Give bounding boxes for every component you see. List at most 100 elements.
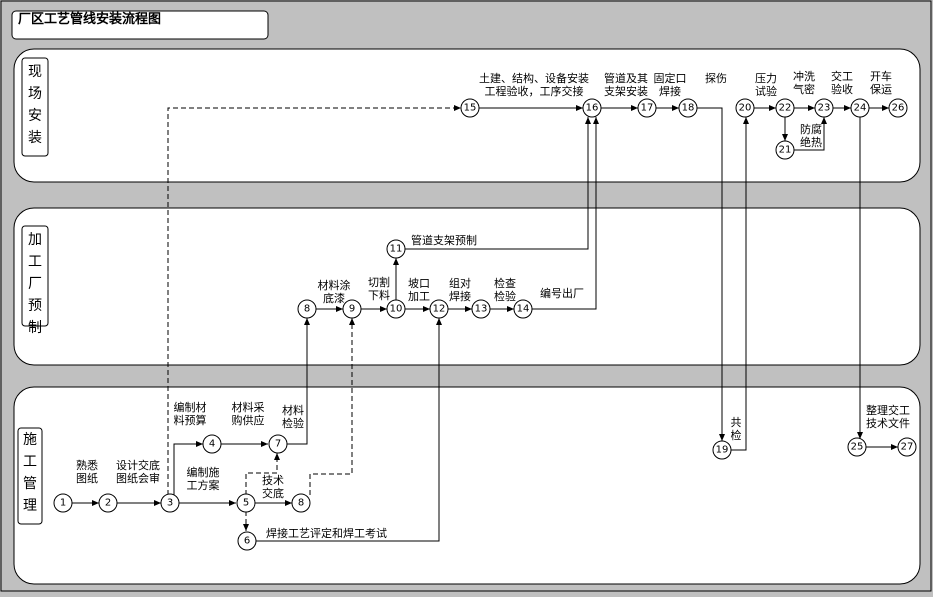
node-2[interactable]: 2	[98, 493, 118, 513]
lane-mgmt-label: 施工管理	[23, 432, 37, 514]
label-primer-coating: 材料涂底漆	[318, 278, 351, 305]
label-numbered-dispatch: 编号出厂	[540, 286, 584, 300]
node-20[interactable]: 20	[735, 98, 755, 118]
label-construction-plan: 编制施工方案	[187, 465, 220, 492]
node-5-label: 5	[243, 498, 249, 509]
node-26[interactable]: 26	[888, 98, 908, 118]
node-6[interactable]: 6	[237, 531, 257, 551]
label-joint-inspection: 共检	[731, 416, 742, 442]
node-14[interactable]: 14	[513, 299, 533, 319]
label-fixed-joint-welding: 固定口焊接	[654, 71, 687, 98]
lane-site-label: 现场安装	[28, 64, 42, 146]
node-9[interactable]: 9	[342, 299, 362, 319]
node-25-label: 25	[851, 442, 864, 453]
edge-21-23	[794, 117, 827, 151]
lane-shop-label-box	[21, 225, 49, 327]
label-study-drawings: 熟悉图纸	[76, 458, 98, 485]
lane-shop-label: 加工厂预制	[28, 232, 42, 336]
node-27-label: 27	[901, 442, 914, 453]
node-4[interactable]: 4	[202, 434, 222, 454]
node-3-label: 3	[167, 498, 173, 509]
node-17-label: 17	[641, 103, 654, 114]
node-25[interactable]: 25	[847, 437, 867, 457]
label-material-budget: 编制材料预算	[174, 400, 207, 427]
node-24-label: 24	[854, 103, 867, 114]
label-support-prefab: 管道支架预制	[411, 233, 477, 247]
node-22[interactable]: 22	[775, 98, 795, 118]
node-3[interactable]: 3	[160, 493, 180, 513]
edge-3-4	[173, 441, 203, 495]
node-17[interactable]: 17	[637, 98, 657, 118]
node-12[interactable]: 12	[429, 299, 449, 319]
node-27[interactable]: 27	[897, 437, 917, 457]
node-11[interactable]: 11	[386, 239, 406, 259]
node-13[interactable]: 13	[471, 299, 491, 319]
node-15-label: 15	[464, 103, 477, 114]
label-welding-qualification: 焊接工艺评定和焊工考试	[266, 526, 387, 540]
node-18-label: 18	[682, 103, 695, 114]
label-flaw-detection: 探伤	[705, 72, 727, 85]
edges	[72, 105, 898, 542]
node-22-label: 22	[779, 103, 792, 114]
step-labels: 土建、结构、设备安装工程验收，工序交接 管道及其支架安装 固定口焊接 探伤 压力…	[76, 69, 910, 540]
node-10[interactable]: 10	[386, 299, 406, 319]
node-8-shop[interactable]: 8	[297, 299, 317, 319]
node-7[interactable]: 7	[268, 434, 288, 454]
lane-shop: 加工厂预制	[13, 207, 921, 366]
lane-mgmt: 施工管理	[13, 386, 921, 585]
label-pressure-test: 压力试验	[755, 72, 777, 98]
node-15[interactable]: 15	[460, 98, 480, 118]
label-anticorrosion-insulation: 防腐绝热	[800, 122, 822, 149]
edge-3-15	[167, 105, 461, 495]
node-4-label: 4	[209, 439, 215, 450]
node-14-label: 14	[517, 304, 530, 315]
node-8-shop-label: 8	[304, 304, 310, 315]
label-fitup-welding: 组对焊接	[449, 276, 471, 303]
edge-11-16	[405, 117, 591, 250]
label-design-review: 设计交底图纸会审	[116, 458, 160, 485]
label-pipe-support-install: 管道及其支架安装	[604, 71, 648, 98]
node-23[interactable]: 23	[814, 98, 834, 118]
label-procurement: 材料采购供应	[232, 400, 265, 427]
edge-14-16	[532, 117, 599, 310]
label-site-acceptance: 土建、结构、设备安装工程验收，工序交接	[479, 71, 589, 98]
lane-site-label-box	[21, 57, 49, 157]
title-box: 厂区工艺管线安装流程图	[11, 10, 269, 40]
node-16[interactable]: 16	[582, 98, 602, 118]
node-12-label: 12	[433, 304, 446, 315]
node-1[interactable]: 1	[53, 493, 73, 513]
node-13-label: 13	[475, 304, 488, 315]
label-bevel-machining: 坡口加工	[408, 277, 430, 303]
node-10-label: 10	[390, 304, 403, 315]
node-24[interactable]: 24	[850, 98, 870, 118]
node-11-label: 11	[390, 244, 403, 255]
label-inspection: 检查检验	[494, 276, 516, 303]
label-technical-briefing: 技术交底	[262, 474, 284, 500]
label-handover-docs: 整理交工技术文件	[866, 403, 910, 430]
edge-6-12	[256, 318, 442, 542]
node-5[interactable]: 5	[236, 493, 256, 513]
node-19-label: 19	[716, 445, 729, 456]
node-1-label: 1	[60, 498, 66, 509]
node-26-label: 26	[892, 103, 905, 114]
node-19[interactable]: 19	[712, 440, 732, 460]
node-21[interactable]: 21	[775, 140, 795, 160]
label-handover-acceptance: 交工验收	[831, 69, 853, 96]
edge-19-20	[731, 117, 749, 451]
node-20-label: 20	[739, 103, 752, 114]
label-cutting: 切割下料	[368, 275, 390, 302]
node-8-mgmt[interactable]: 8	[291, 493, 311, 513]
node-21-label: 21	[779, 145, 792, 156]
node-6-label: 6	[244, 536, 250, 547]
label-flush-airtight: 冲洗气密	[793, 69, 815, 96]
node-9-label: 9	[349, 304, 355, 315]
node-16-label: 16	[586, 103, 599, 114]
label-startup-support: 开车保运	[870, 69, 892, 96]
edge-8-9	[309, 318, 355, 495]
label-material-inspection: 材料检验	[282, 403, 304, 430]
node-18[interactable]: 18	[678, 98, 698, 118]
node-2-label: 2	[105, 498, 111, 509]
nodes: 1 2 3 4 5 6 7 8 8 9 10 11 12 13 14 15 16…	[53, 98, 917, 551]
